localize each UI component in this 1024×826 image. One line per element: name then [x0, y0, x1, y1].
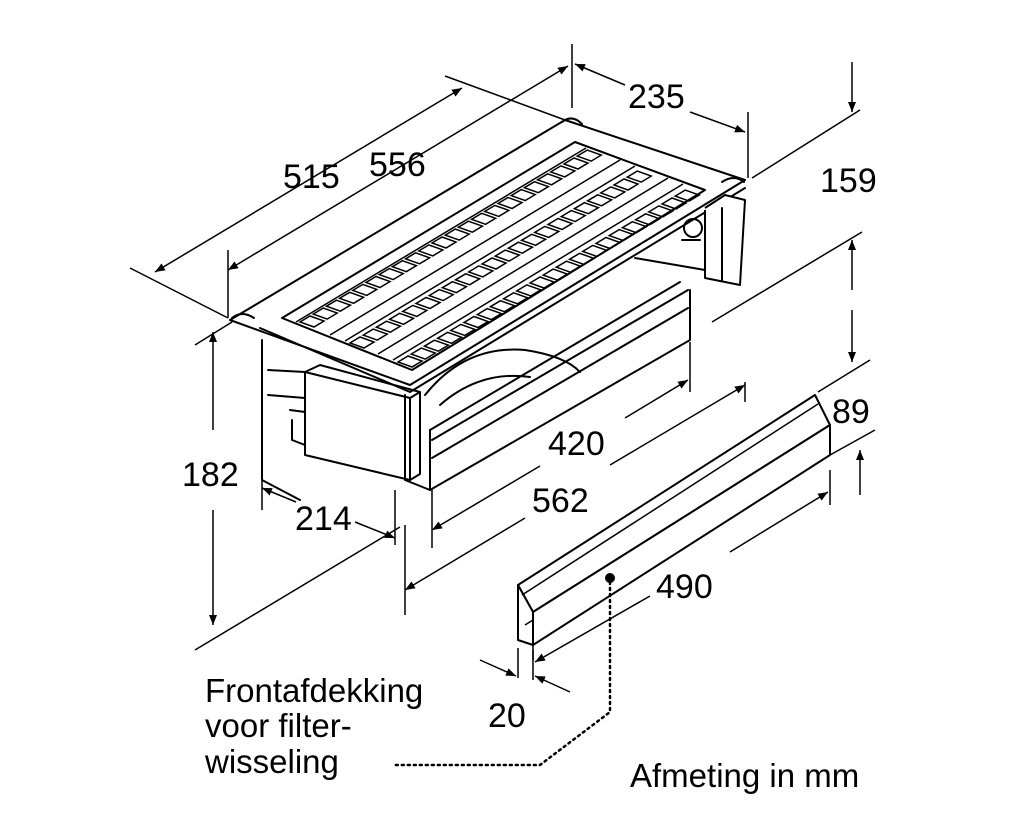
grille-slot: [337, 291, 366, 305]
grille-slot: [585, 193, 614, 207]
grille-slot: [435, 331, 464, 345]
grille-slot: [562, 157, 590, 170]
dim-89: 89: [832, 393, 870, 431]
grille-slot: [414, 296, 442, 310]
dim-420: 420: [548, 425, 605, 463]
grille-slot: [467, 265, 495, 278]
grille-slot: [449, 323, 477, 337]
grille-slot: [493, 249, 521, 262]
dim-556: 556: [369, 146, 426, 184]
callout-line-1: Frontafdekking: [205, 672, 423, 709]
dim-159: 159: [820, 162, 877, 200]
grille-slot: [364, 275, 392, 289]
grille-slot: [409, 347, 437, 360]
unit-note: Afmeting in mm: [630, 757, 859, 794]
cover-callout-label: Frontafdekking voor filter- wisseling: [204, 672, 423, 780]
grille-slot: [401, 304, 429, 318]
grille-slot: [541, 268, 569, 281]
callout-line-3: wisseling: [204, 743, 339, 780]
grille-slot: [427, 288, 455, 302]
grille-slot: [488, 299, 517, 313]
callout-line-2: voor filter-: [205, 707, 352, 744]
grille-slot: [298, 315, 326, 328]
grille-slot: [387, 312, 416, 326]
grille-slot: [572, 201, 601, 215]
grille-slot: [311, 307, 339, 320]
grille-slot: [528, 276, 556, 289]
grille-slot: [546, 217, 574, 231]
dim-490: 490: [656, 568, 713, 606]
grille-slot: [594, 236, 622, 250]
grille-slot: [554, 260, 583, 274]
grille-slot: [506, 241, 535, 255]
dimension-lines: [129, 44, 876, 767]
grille-slot: [673, 189, 701, 202]
grille-slot: [351, 283, 379, 297]
dim-20: 20: [488, 697, 526, 735]
dim-214: 214: [295, 500, 352, 538]
grille-slot: [612, 178, 640, 191]
grille-slot: [625, 170, 653, 183]
grille-slot: [581, 244, 609, 258]
grille-slot: [374, 320, 403, 334]
grille-slot: [422, 339, 451, 353]
dim-182: 182: [182, 456, 239, 494]
callout-point-dot: [605, 573, 615, 583]
grille-slot: [575, 149, 603, 162]
grille-slot: [519, 233, 548, 247]
dimension-labels: 515 556 235 159 182 214 420 562 89 490 2…: [182, 78, 877, 735]
grille-slot: [599, 186, 627, 199]
grille-slot: [396, 355, 424, 368]
grille-slot: [559, 209, 587, 223]
grille-slot: [647, 205, 675, 218]
dim-562: 562: [532, 482, 589, 520]
grille-slot: [348, 336, 376, 349]
grille-slot: [501, 291, 530, 305]
grille-slot: [607, 228, 635, 242]
grille-slot: [633, 212, 662, 226]
dim-235: 235: [628, 78, 685, 116]
grille-slot: [515, 284, 543, 297]
grille-slot: [324, 299, 353, 313]
grille-slot: [440, 280, 469, 294]
grille-slot: [567, 252, 596, 266]
grille-slot: [480, 257, 508, 270]
grille-slot: [462, 315, 490, 329]
grille-slot: [361, 328, 389, 341]
grille-slot: [453, 272, 482, 286]
grille-slot: [620, 220, 649, 234]
grille-slot: [475, 307, 503, 321]
grille-slot: [533, 225, 561, 239]
dim-515: 515: [283, 158, 340, 196]
grille-slot: [660, 197, 688, 210]
